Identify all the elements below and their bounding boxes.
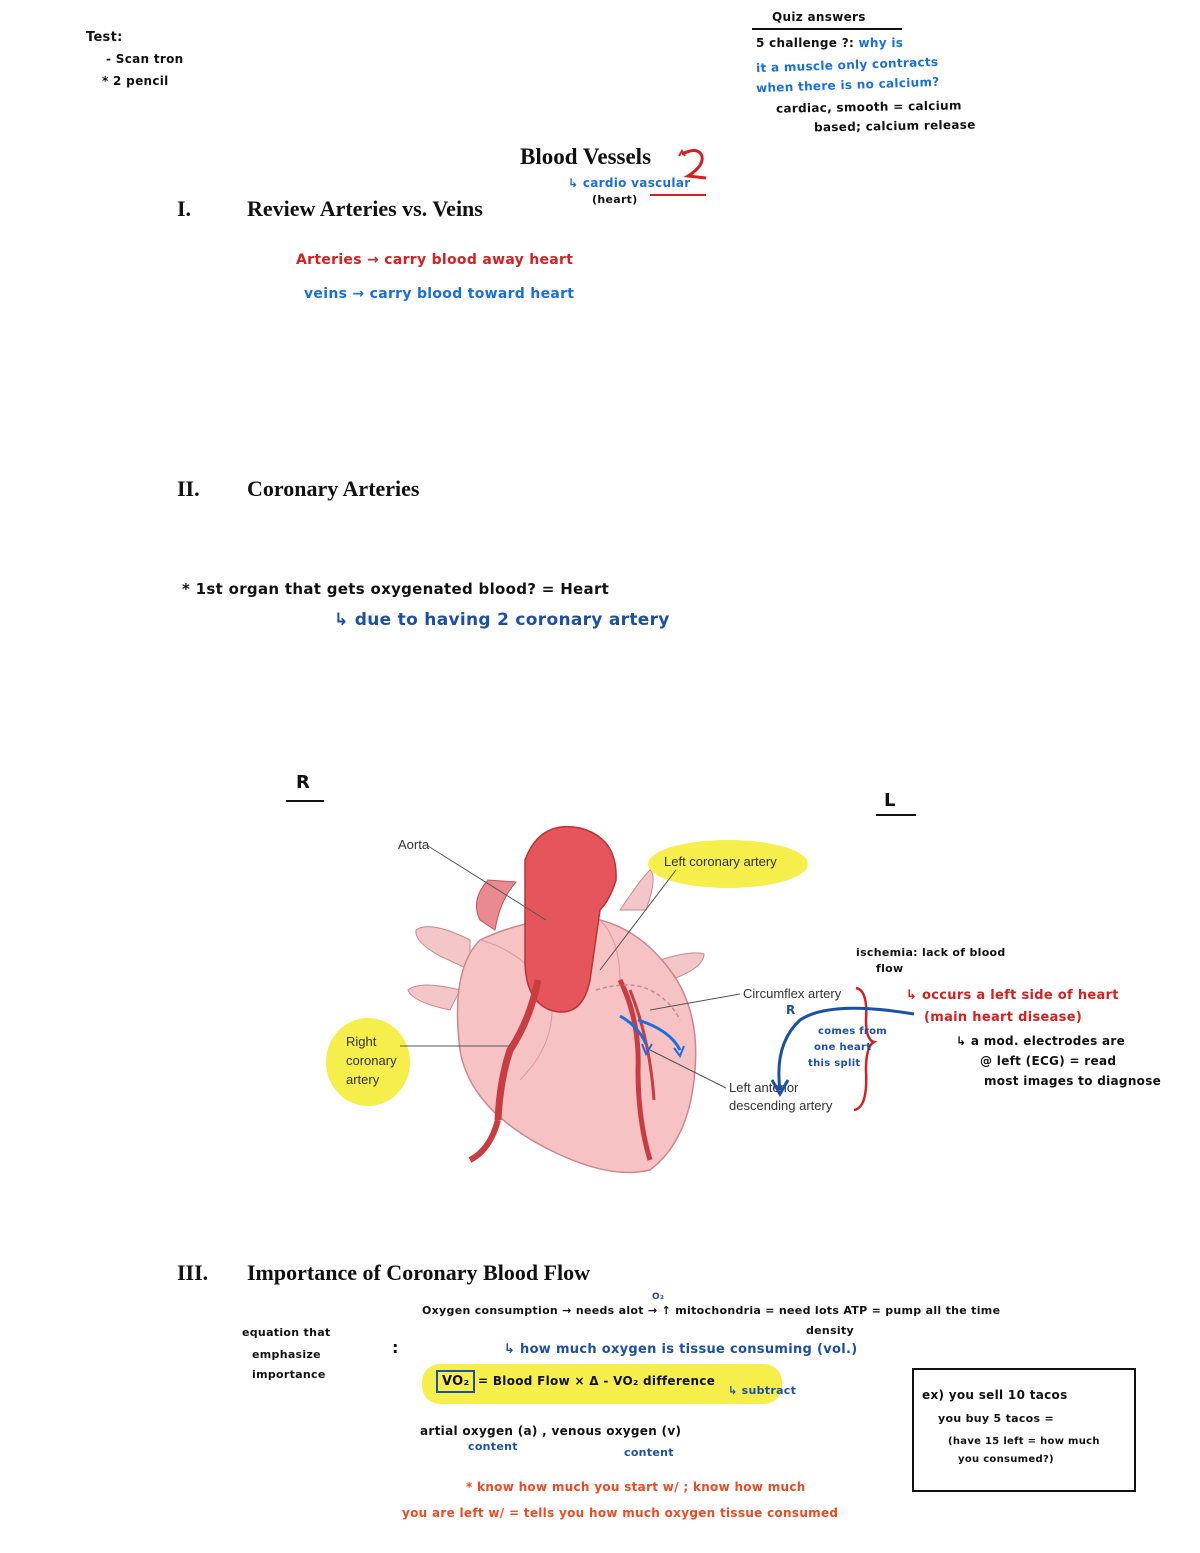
right-marker-underline [286,800,324,802]
quiz-answers-heading: Quiz answers [772,10,866,24]
quiz-line-4: cardiac, smooth = calcium [775,98,962,116]
label-right-coronary-2: coronary [346,1053,397,1068]
electrodes-note-3: most images to diagnose [984,1074,1162,1088]
section-2-title: Coronary Arteries [247,476,420,501]
oxygen-consumption-note: Oxygen consumption → needs alot → ↑ mito… [422,1304,1001,1317]
orange-note-2: you are left w/ = tells you how much oxy… [402,1506,839,1520]
quiz-heading-underline [752,28,902,30]
taco-line-1: ex) you sell 10 tacos [922,1388,1068,1402]
left-side-marker: L [884,790,896,811]
cardio-red-underline [650,194,706,196]
heart-diagram [326,826,808,1174]
quiz-line-1-black: 5 challenge ?: [756,36,855,50]
ischemia-note-1: ischemia: lack of blood [856,946,1006,959]
vo2-box: VO₂ [436,1370,476,1393]
title-red-scribble [678,149,707,180]
cardiovascular-note: ↳ cardio vascular [568,176,691,190]
blue-r-note: R [786,1003,796,1017]
split-note-3: this split [808,1058,861,1069]
quiz-line-1: 5 challenge ?: why is [756,36,903,50]
equation-note-2: emphasize [252,1348,321,1361]
label-right-coronary-1: Right [346,1034,377,1049]
veins-note: veins → carry blood toward heart [304,286,575,302]
density-note: density [806,1324,855,1337]
taco-line-4: you consumed?) [958,1454,1054,1465]
electrodes-note-2: @ left (ECG) = read [980,1054,1117,1068]
equation-note-3: importance [252,1368,326,1381]
equation-colon: : [392,1338,399,1357]
section-3-number: III. [177,1260,209,1285]
split-note-1: comes from [818,1026,888,1037]
electrodes-note-1: ↳ a mod. electrodes are [956,1034,1126,1048]
taco-line-3: (have 15 left = how much [948,1436,1100,1447]
test-item-scantron: - Scan tron [106,52,184,66]
left-coronary-highlight [648,840,808,888]
diagram-annotation-marks [770,986,915,1112]
orange-note-1: * know how much you start w/ ; know how … [466,1480,806,1494]
first-organ-note: * 1st organ that gets oxygenated blood? … [182,580,610,598]
left-side-occurs-note: ↳ occurs a left side of heart [906,988,1119,1003]
equation-text: = Blood Flow × Δ - VO₂ difference [478,1374,716,1388]
section-2-number: II. [177,476,200,501]
test-heading: Test: [86,30,123,45]
how-much-oxygen-note: ↳ how much oxygen is tissue consuming (v… [504,1342,858,1357]
right-side-marker: R [296,772,311,793]
label-circumflex-artery: Circumflex artery [743,986,842,1001]
label-aorta: Aorta [398,837,430,852]
heart-note: (heart) [592,193,638,206]
equation-note-1: equation that [242,1326,331,1339]
quiz-line-2: it a muscle only contracts [755,54,939,76]
label-left-coronary-artery: Left coronary artery [664,854,777,869]
page-title: Blood Vessels [520,144,652,169]
subtract-note: ↳ subtract [728,1384,797,1397]
ischemia-note-2: flow [876,962,904,975]
equation-highlight [422,1364,782,1404]
label-lad-2: descending artery [729,1098,833,1113]
left-marker-underline [876,814,916,816]
o2-superscript: O₂ [652,1292,665,1302]
section-1-number: I. [177,196,192,221]
taco-line-2: you buy 5 tacos = [938,1412,1055,1425]
section-1-title: Review Arteries vs. Veins [247,196,483,221]
two-coronary-note: ↳ due to having 2 coronary artery [334,610,670,630]
main-heart-disease-note: (main heart disease) [924,1010,1083,1025]
test-item-pencil: * 2 pencil [102,74,169,88]
content-note-2: content [624,1446,674,1459]
label-right-coronary-3: artery [346,1072,380,1087]
quiz-line-5: based; calcium release [813,117,976,135]
right-coronary-highlight [326,1018,410,1106]
section-3-title: Importance of Coronary Blood Flow [247,1260,591,1285]
quiz-line-3: when there is no calcium? [755,74,940,96]
arteries-note: Arteries → carry blood away heart [296,252,574,268]
split-note-2: one heart [814,1042,872,1053]
quiz-line-1-blue: why is [858,36,904,50]
taco-example-box [912,1368,1136,1492]
arterial-venous-note: artial oxygen (a) , venous oxygen (v) [420,1424,682,1438]
content-note-1: content [468,1440,518,1453]
